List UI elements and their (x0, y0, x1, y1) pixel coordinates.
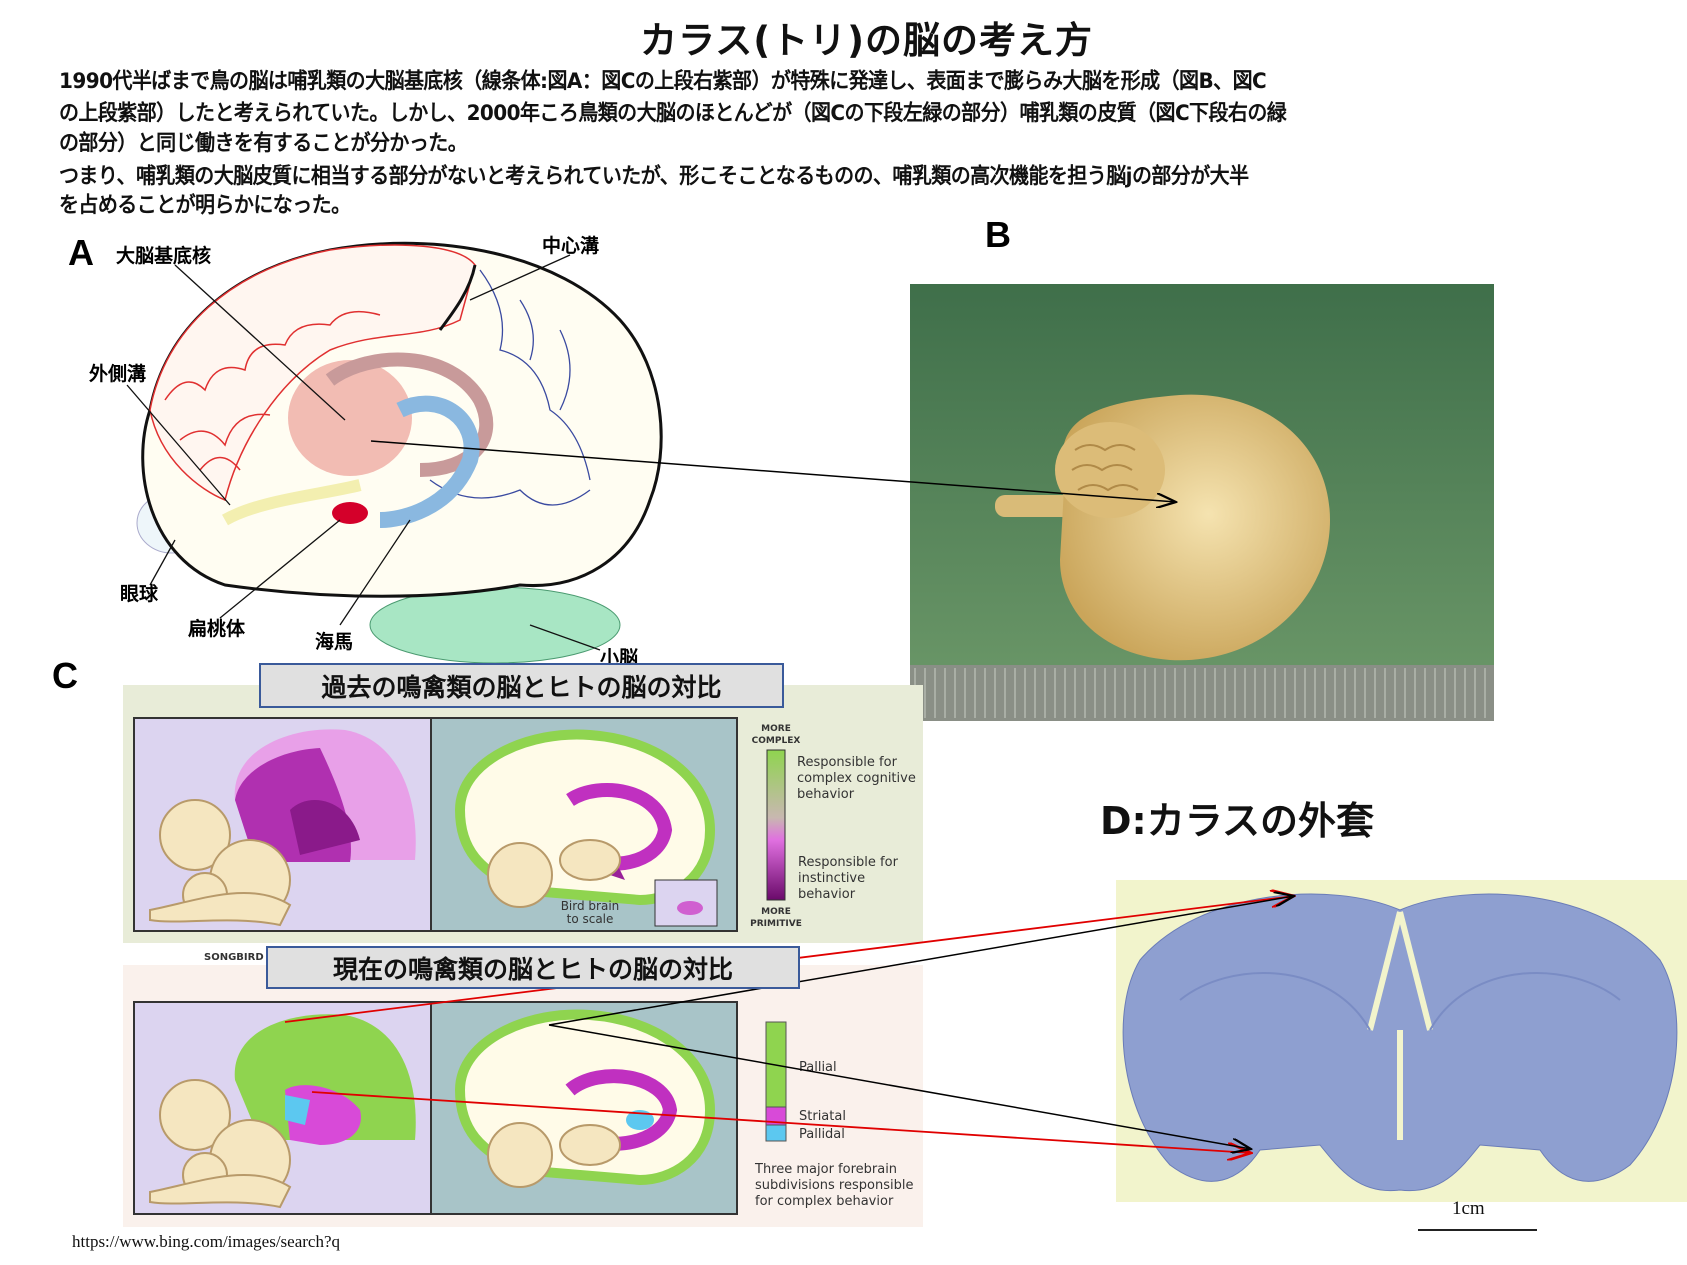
page-title: カラス(トリ)の脳の考え方 (639, 19, 1094, 62)
legend-complex-text: complex cognitive (797, 771, 916, 786)
panel-b-letter: B (985, 214, 1011, 255)
legend-pallidal: Pallidal (799, 1127, 845, 1142)
pallidal-swatch (765, 1124, 787, 1142)
source-url: https://www.bing.com/images/search?q (72, 1232, 341, 1251)
label-hippocampus: 海馬 (315, 630, 353, 653)
label-lateral-sulcus: 外側溝 (89, 362, 146, 385)
basal-ganglia-shape (288, 360, 412, 476)
cerebellum-shape (369, 586, 621, 664)
amygdala-shape (332, 502, 368, 524)
bird-scale-label: Bird brain (561, 899, 620, 913)
body-text-line: を占めることが明らかになった。 (59, 193, 351, 218)
label-central-sulcus: 中心溝 (542, 234, 599, 257)
body-text-line: 1990代半ばまで鳥の脳は哺乳類の大脳基底核（線条体:図A：図Cの上段右紫部）が… (59, 69, 1267, 94)
panel-a-letter: A (68, 232, 94, 273)
label-eyeball: 眼球 (120, 582, 159, 605)
hippocampus-shape (379, 395, 480, 528)
legend-note: subdivisions responsible (755, 1178, 913, 1193)
upper-comparison-title: 過去の鳴禽類の脳とヒトの脳の対比 (259, 663, 784, 708)
lower-comparison-title: 現在の鳴禽類の脳とヒトの脳の対比 (266, 946, 800, 989)
legend-more-complex: MORE (761, 724, 791, 734)
legend-note: Three major forebrain (754, 1162, 897, 1177)
body-text-line: の上段紫部）したと考えられていた。しかし、2000年ころ鳥類の大脳のほとんどが（… (59, 101, 1287, 126)
bird-scale-label: to scale (567, 912, 614, 926)
body-text-line: つまり、哺乳類の大脳皮質に相当する部分がないと考えられていたが、形こそことなるも… (59, 164, 1249, 189)
legend-more-primitive: MORE (761, 907, 791, 917)
scale-label: 1cm (1452, 1198, 1485, 1219)
legend-instinctive-text: Responsible for (798, 855, 899, 870)
label-amygdala: 扁桃体 (188, 617, 246, 640)
panel-c-comparison: Bird brain to scale SONGBIRD MORE COMPLE… (123, 685, 923, 1227)
legend-complex-text: Responsible for (797, 755, 898, 770)
complexity-gradient-bar (766, 749, 786, 901)
label-basal-ganglia: 大脳基底核 (116, 244, 211, 267)
panel-a-human-brain: 大脳基底核 中心溝 外側溝 眼球 扁桃体 海馬 小脳 (89, 234, 663, 669)
songbird-label: SONGBIRD (204, 952, 264, 963)
legend-more-primitive: PRIMITIVE (750, 919, 802, 929)
legend-instinctive-text: behavior (798, 887, 856, 902)
body-text-line: の部分）と同じ働きを有することが分かった。 (59, 131, 468, 156)
legend-instinctive-text: instinctive (798, 871, 865, 886)
legend-complex-text: behavior (797, 787, 855, 802)
panel-d-title: D:カラスの外套 (1100, 799, 1374, 843)
panel-b-crow-brain-photo (910, 284, 1494, 721)
legend-more-complex: COMPLEX (752, 736, 801, 746)
panel-d-pallium-section (1116, 880, 1687, 1202)
central-sulcus-line (438, 264, 477, 331)
legend-striatal: Striatal (799, 1109, 846, 1124)
panel-c-letter: C (52, 655, 78, 696)
legend-note: for complex behavior (755, 1194, 894, 1209)
